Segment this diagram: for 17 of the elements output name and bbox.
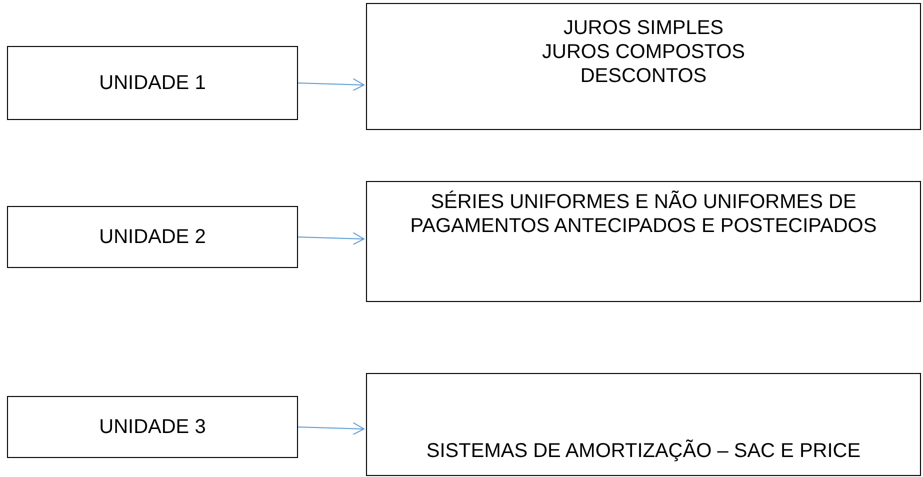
text-box [366,181,921,302]
box-label: SISTEMAS DE AMORTIZAÇÃO – SAC E PRICE [426,439,861,463]
arrow [298,422,364,436]
box-label: SÉRIES UNIFORMES E NÃO UNIFORMES DE PAGAMENTOS ANTECIPADOS E POSTECIPADOS [409,190,878,238]
text-box [7,46,298,120]
box-label: UNIDADE 1 [99,71,206,95]
box-label: JUROS SIMPLES [563,16,724,40]
text-box [7,206,298,268]
arrow [298,78,364,92]
box-label: UNIDADE 2 [99,225,206,249]
text-box [7,396,298,458]
text-box [366,373,921,476]
text-box [366,3,921,130]
box-label: DESCONTOS [580,64,707,88]
box-label: JUROS COMPOSTOS [542,40,745,64]
arrow [298,232,364,246]
box-label: UNIDADE 3 [99,415,206,439]
